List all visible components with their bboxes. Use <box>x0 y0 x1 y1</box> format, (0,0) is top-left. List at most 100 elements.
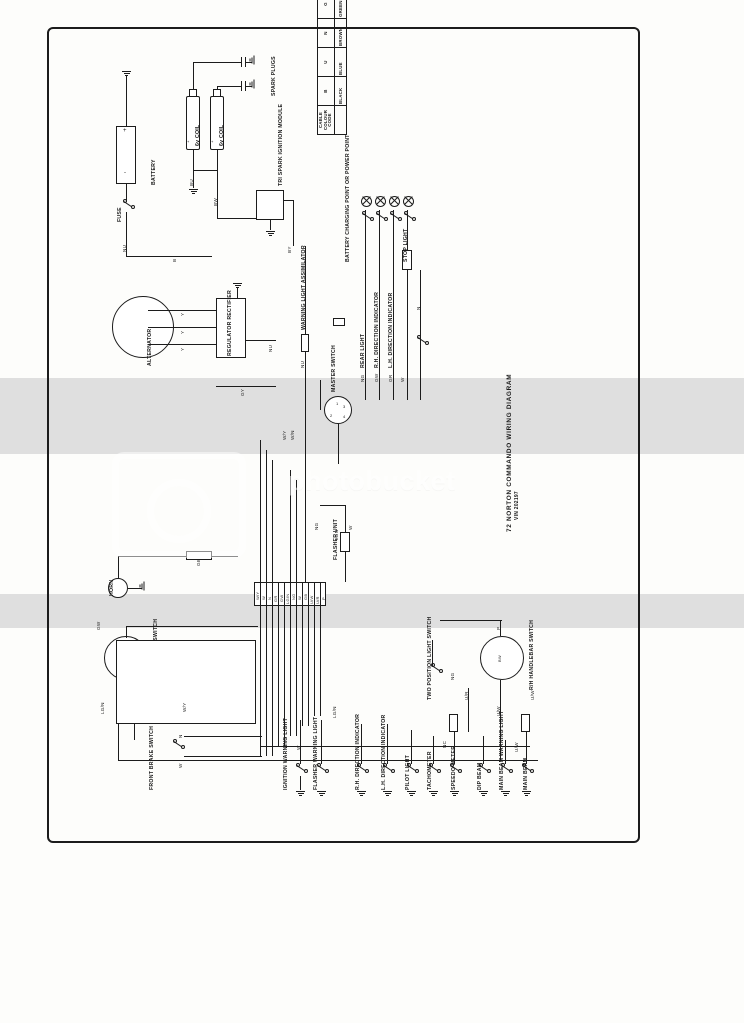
horn-label: HORN <box>109 579 115 596</box>
rear-light-bulb-icon <box>361 196 372 207</box>
lh-rear-indicator-label: L.H. DIRECTION INDICATOR <box>388 292 394 368</box>
flasher-feed-wire <box>345 505 346 532</box>
pilot-light-wire <box>411 730 412 764</box>
wire-label-gw-rear: GW <box>374 373 379 382</box>
alternator-label: ALTERNATOR <box>147 328 153 366</box>
harness-up-run <box>296 480 297 582</box>
horn-feed-wire <box>118 556 119 578</box>
wire-label-ng-rear: NG <box>360 374 365 382</box>
coil-ground-icon <box>189 188 198 194</box>
terminal-divider <box>278 582 279 606</box>
battery-negative-label: - <box>124 170 127 176</box>
lh-rear-indicator-wire <box>393 210 394 400</box>
two-position-switch-feed <box>432 640 433 666</box>
junction-label-0: W/Y <box>255 591 260 600</box>
diagram-subtitle-vin: VIN 202197 <box>514 491 520 520</box>
battery-positive-wire <box>126 76 127 126</box>
wire-label-lgn-flasherwarn: LG/N <box>332 706 337 718</box>
rear-brake-contact[interactable] <box>417 335 429 346</box>
wire-label-n-brake: N <box>178 734 183 738</box>
ht-lead-2 <box>217 86 218 90</box>
harness-run <box>314 606 315 716</box>
wire-label-nu-assim: NU <box>300 360 305 368</box>
rh-rear-indicator-switch[interactable] <box>376 211 388 222</box>
lh-switch-terminal-gw: GW <box>96 621 101 630</box>
flasher-warning-light-label: FLASHER WARNING LIGHT <box>313 716 319 790</box>
wire-label-y1: Y <box>180 312 185 316</box>
ignition-warning-wire <box>300 720 301 764</box>
front-brake-switch-symbol[interactable] <box>173 739 185 750</box>
battery-negative-wire <box>126 184 127 202</box>
regulator-ground-wire <box>237 288 238 298</box>
battery-charging-point-socket[interactable] <box>333 318 345 326</box>
diagram-title: 72 NORTON COMMANDO WIRING DIAGRAM <box>506 373 513 532</box>
stop-light-contact[interactable] <box>404 211 416 222</box>
stop-light-bulb-icon <box>403 196 414 207</box>
lh-rear-indicator-switch[interactable] <box>390 211 402 222</box>
terminal-divider <box>284 582 285 606</box>
watermark-band-bottom <box>0 594 744 628</box>
lh-switch-top-wire <box>126 626 127 638</box>
terminal-divider <box>260 582 261 606</box>
coil-2-lt-wire <box>217 150 218 170</box>
master-switch-symbol[interactable] <box>324 396 352 424</box>
rh-switch-centre: BW <box>497 655 502 662</box>
wire-label-gy: GY <box>240 388 245 396</box>
rh-handlebar-switch-symbol[interactable] <box>480 636 524 680</box>
wire-label-uw-warn: U/W <box>514 742 519 752</box>
stop-light-label: STOP LIGHT <box>403 228 409 262</box>
watermark-band-top <box>0 378 744 454</box>
wire-label-gb-horn: GB <box>196 558 201 566</box>
flasher-feed-run <box>320 505 345 506</box>
battery-positive-label: + <box>123 128 127 134</box>
terminal-divider <box>296 582 297 606</box>
main-beam-ground-icon <box>522 790 531 796</box>
rh-front-indicator-ground-icon <box>357 790 366 796</box>
harness-run <box>308 606 309 726</box>
diagram-border <box>47 27 640 843</box>
horn-symbol <box>108 578 128 598</box>
rear-light-switch[interactable] <box>362 211 374 222</box>
module-out-down <box>293 200 294 246</box>
master-switch-out-wire <box>338 424 339 464</box>
stop-light-switch-symbol[interactable] <box>402 250 412 270</box>
master-switch-terminal-3: 3 <box>343 404 346 409</box>
harness-up-run <box>272 460 273 582</box>
harness-up-run <box>260 440 261 582</box>
rear-light-wire <box>365 210 366 400</box>
colour-cell: GREEN <box>334 0 347 19</box>
speedo-meter-ground-icon <box>450 790 459 796</box>
coil-1-lt-wire <box>193 150 194 170</box>
horn-ground-wire <box>128 588 142 589</box>
junction-label-1: W <box>261 595 266 600</box>
flasher-unit-symbol <box>340 532 350 552</box>
wire-label-bw: BW <box>213 198 218 206</box>
ht-lead-2-run <box>217 86 241 87</box>
lh-switch-top-run <box>126 626 258 627</box>
flasher-warning-wire <box>321 720 322 764</box>
battery-charging-point-label: BATTERY CHARGING POINT OR POWER POINT <box>345 134 351 262</box>
bottom-feed-bus <box>260 746 530 747</box>
coil-1-minus: - <box>196 139 198 144</box>
rh-switch-uw-wire <box>500 680 501 760</box>
terminal-divider <box>266 582 267 606</box>
assimilator-down-wire <box>305 352 306 592</box>
alternator-phase-2 <box>148 327 216 328</box>
regulator-out-wire <box>246 340 276 341</box>
coil-1-ht-terminal <box>189 89 197 97</box>
battery-label: BATTERY <box>151 159 157 185</box>
main-beam-warning-wire <box>505 740 506 764</box>
harness-run <box>278 606 279 746</box>
wire-label-w-brake: W <box>178 763 183 768</box>
code-cell: B <box>317 76 335 106</box>
terminal-divider <box>290 582 291 606</box>
wire-label-wy-loop: W/Y <box>182 702 187 712</box>
wire-label-wy: W/Y <box>282 430 287 440</box>
main-beam-wire <box>526 732 527 764</box>
battery-symbol <box>116 126 136 184</box>
flasher-unit-terminal-w: W <box>348 525 353 530</box>
junction-label-6: NG <box>291 593 296 601</box>
two-position-light-switch-symbol[interactable] <box>431 663 443 674</box>
tri-spark-ignition-module <box>256 190 284 220</box>
alternator-phase-1 <box>148 310 216 311</box>
